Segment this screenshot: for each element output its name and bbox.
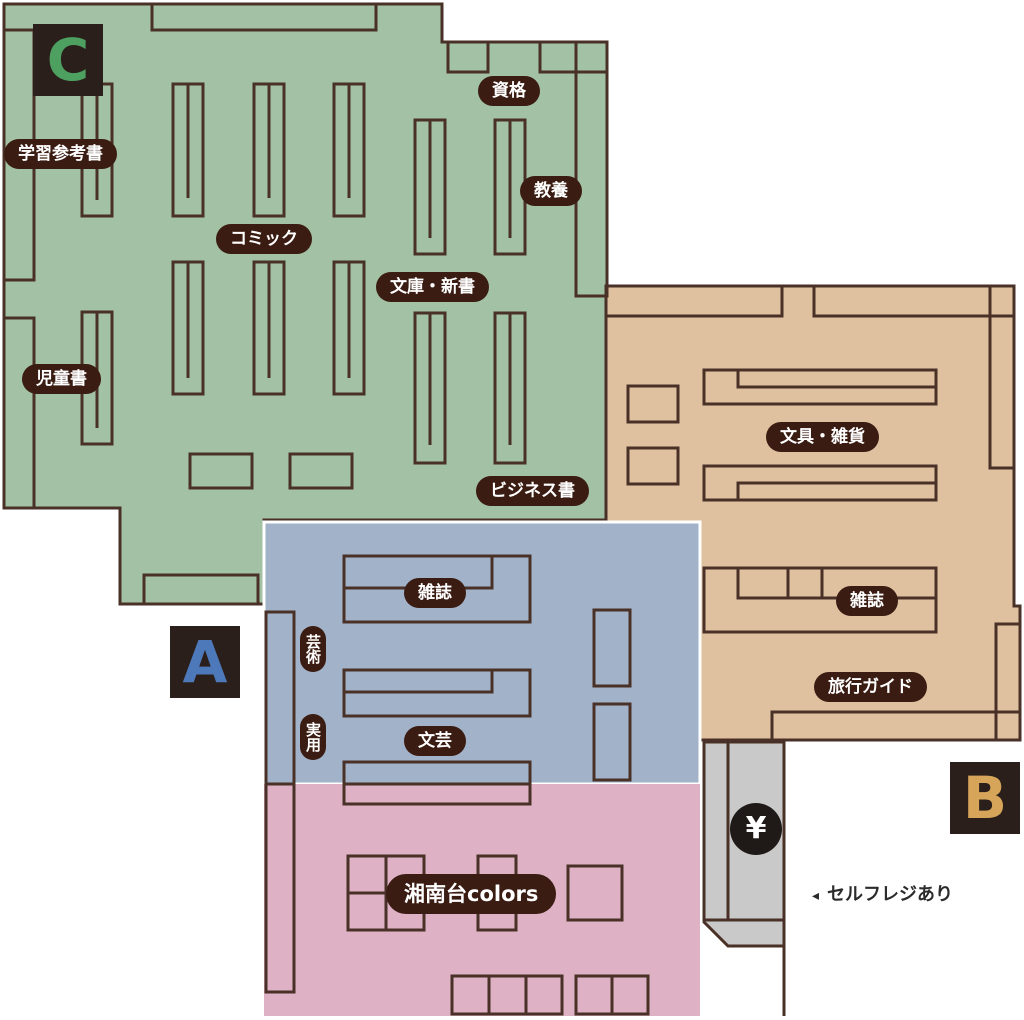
label-gakushu: 学習参考書 bbox=[4, 139, 117, 169]
label-shikaku: 資格 bbox=[478, 76, 540, 106]
label-zasshi-b: 雑誌 bbox=[836, 586, 898, 616]
label-zasshi-a: 雑誌 bbox=[404, 578, 466, 608]
label-business: ビジネス書 bbox=[476, 476, 589, 506]
label-jitsuyo: 実用 bbox=[300, 714, 326, 760]
self-register-note: ◂ セルフレジあり bbox=[812, 880, 953, 906]
triangle-left-icon: ◂ bbox=[812, 888, 820, 904]
label-bunko: 文庫・新書 bbox=[376, 272, 489, 302]
label-bungu: 文具・雑貨 bbox=[766, 422, 879, 452]
zone-a-area bbox=[262, 520, 702, 786]
self-register-text: セルフレジあり bbox=[827, 884, 954, 905]
zone-c-letter: C bbox=[33, 24, 103, 96]
label-jidou: 児童書 bbox=[22, 364, 101, 394]
label-comic: コミック bbox=[216, 224, 312, 254]
zone-b-letter: B bbox=[950, 762, 1020, 834]
label-colors-area: 湘南台colors bbox=[386, 874, 557, 914]
label-kyoyo: 教養 bbox=[520, 176, 582, 206]
label-geijutsu: 芸術 bbox=[300, 626, 326, 672]
zone-c-area bbox=[2, 2, 609, 606]
yen-icon: ¥ bbox=[730, 803, 782, 855]
label-ryoko: 旅行ガイド bbox=[814, 672, 927, 702]
zone-a-letter: A bbox=[170, 626, 240, 698]
label-bungei: 文芸 bbox=[404, 726, 466, 756]
